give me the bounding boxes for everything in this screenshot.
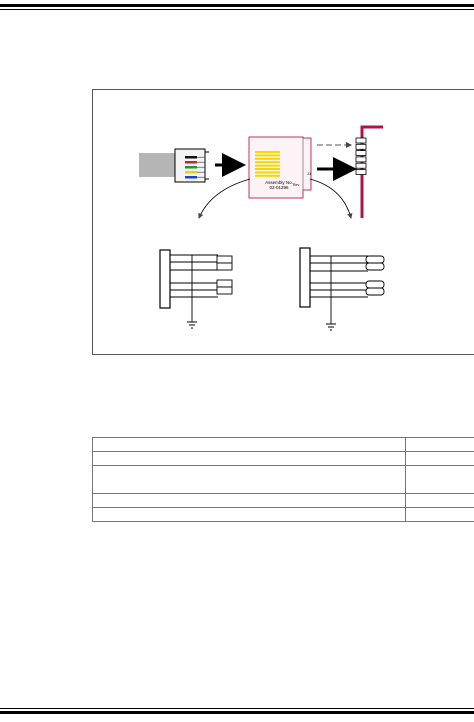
curved-arrow-left	[198, 178, 251, 219]
terminal-right-3	[365, 280, 385, 289]
plug-wire	[185, 156, 197, 159]
top-rule-thin	[0, 9, 474, 10]
module-label-line1: Assembly No.	[265, 180, 293, 185]
table-cell	[405, 437, 474, 452]
module-side-label: J1	[307, 171, 312, 176]
header-pin	[355, 150, 367, 156]
module-label-suffix: Rev	[293, 183, 299, 187]
contact-pad	[255, 154, 280, 157]
table-row	[92, 451, 474, 466]
cable-body	[139, 153, 177, 177]
contact-pad	[255, 164, 280, 167]
terminal-right-4	[365, 287, 385, 296]
connector-block-right	[299, 247, 311, 308]
top-rule-thick	[0, 4, 474, 7]
table-row	[92, 493, 474, 508]
terminal-right-1	[365, 255, 385, 264]
table-cell	[92, 493, 406, 508]
contact-pad	[255, 168, 280, 170]
terminal-left-4	[216, 286, 233, 295]
ground-icon	[326, 323, 336, 331]
pin-header	[355, 125, 383, 218]
header-pin	[355, 143, 367, 150]
header-pin	[355, 156, 367, 163]
table-row	[92, 465, 474, 494]
module-label-line2: 02-01296	[269, 185, 289, 190]
schematic-left	[159, 249, 233, 329]
plug-wire	[185, 161, 197, 164]
table-cell	[405, 507, 474, 522]
contact-pads	[255, 151, 280, 177]
header-pin	[355, 162, 367, 169]
plug-wires	[185, 156, 205, 179]
table-row	[92, 437, 474, 452]
modular-plug	[139, 148, 209, 183]
terminal-left-3	[216, 279, 233, 288]
plug-wire	[185, 176, 197, 179]
figure-frame: J1 Assembly No. 02-01296 Rev	[92, 89, 474, 355]
contact-pad	[255, 161, 280, 164]
adapter-module: J1 Assembly No. 02-01296 Rev	[248, 136, 312, 199]
contact-pad	[255, 151, 280, 153]
bottom-rule-thin	[0, 708, 474, 709]
table-row	[92, 507, 474, 522]
table-cell	[92, 465, 406, 494]
connector-block-left	[159, 249, 171, 309]
table-cell	[92, 507, 406, 522]
contact-pad	[255, 157, 280, 160]
table-cell	[405, 465, 474, 494]
table-cell	[405, 493, 474, 508]
contact-pad	[255, 171, 280, 174]
schematic-right	[299, 247, 385, 331]
header-pins	[355, 137, 367, 175]
header-pin	[355, 169, 367, 175]
connector-diagram: J1 Assembly No. 02-01296 Rev	[139, 125, 385, 331]
header-pin	[355, 137, 367, 144]
curved-arrow-right	[309, 178, 353, 219]
bottom-rule-thick	[0, 711, 474, 714]
board-edge	[360, 125, 383, 218]
ground-icon	[187, 321, 197, 329]
table-cell	[405, 451, 474, 466]
terminal-left-2	[216, 262, 233, 271]
plug-wire	[185, 171, 197, 174]
table-cell	[92, 437, 406, 452]
terminal-right-2	[365, 262, 385, 271]
table-cell	[92, 451, 406, 466]
data-table	[92, 437, 474, 522]
terminal-left-1	[216, 255, 233, 264]
plug-wire	[185, 166, 197, 169]
contact-pad	[255, 174, 280, 177]
